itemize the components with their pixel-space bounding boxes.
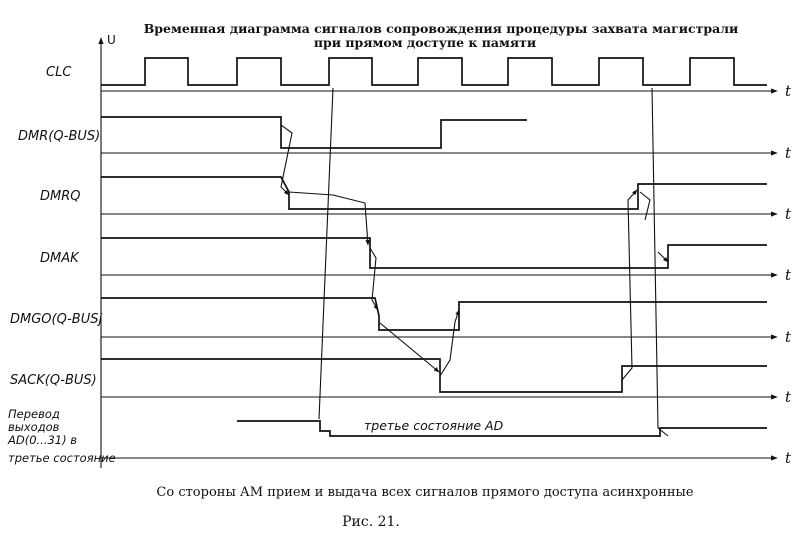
signal-labels: CLC DMR(Q-BUS) DMRQ DMAK DMGO(Q-BUSj SAC… [7, 65, 116, 465]
connector-dmak-to-dmgo [369, 247, 379, 311]
signal-label-dmgo: DMGO(Q-BUSj [10, 312, 102, 327]
waveform-clc [101, 57, 767, 86]
waveform-dmgo [101, 297, 767, 331]
signal-label-dmak: DMAK [40, 251, 80, 266]
signal-label-dmrq: DMRQ [40, 189, 81, 204]
diagram-title-line-1: Временная диаграмма сигналов сопровожден… [144, 21, 739, 36]
waveform-dmak [101, 237, 767, 269]
causal-connections [280, 87, 669, 437]
time-axis-labels: t t t t t t t [785, 82, 792, 467]
signal-label-clc: CLC [46, 65, 72, 80]
connector-dmrq-release [639, 191, 651, 221]
voltage-axis-label: U [107, 33, 116, 47]
diagram-title-line-2: при прямом доступе к памяти [314, 35, 536, 50]
time-axis-label: t [785, 449, 792, 467]
time-axis-label: t [785, 205, 792, 223]
signal-label-ad-line-2: выходов [8, 420, 60, 434]
time-axes [101, 88, 778, 461]
figure-caption: Со стороны АМ прием и выдача всех сигнал… [156, 485, 693, 500]
connector-dmak-release [657, 251, 669, 263]
connector-dmr-to-dmrq [280, 124, 293, 196]
signal-label-ad-line-4: третье состояние [8, 451, 116, 465]
signal-label-ad-line-1: Перевод [8, 407, 60, 421]
signal-label-dmr: DMR(Q-BUS) [18, 129, 100, 144]
time-axis-label: t [785, 144, 792, 162]
connector-clc-to-ad [318, 87, 334, 420]
time-axis-label: t [785, 266, 792, 284]
time-axis-label: t [785, 82, 792, 100]
connector-clc-to-ad-release [651, 87, 669, 437]
signal-label-ad-line-3: AD(0...31) в [7, 433, 77, 447]
connector-dmgo-to-sack [379, 322, 440, 373]
third-state-note: третье состояние AD [364, 418, 504, 433]
figure-label: Рис. 21. [342, 514, 400, 530]
connector-sack-to-dmrq [621, 189, 638, 381]
connector-sack-to-dmgo [439, 309, 460, 377]
signal-label-sack: SACK(Q-BUS) [10, 373, 97, 388]
waveform-dmrq [101, 176, 767, 210]
time-axis-label: t [785, 388, 792, 406]
connector-dmrq-to-dmak [288, 191, 370, 246]
waveform-sack [101, 358, 767, 393]
time-axis-label: t [785, 328, 792, 346]
waveform-dmr [101, 116, 527, 149]
